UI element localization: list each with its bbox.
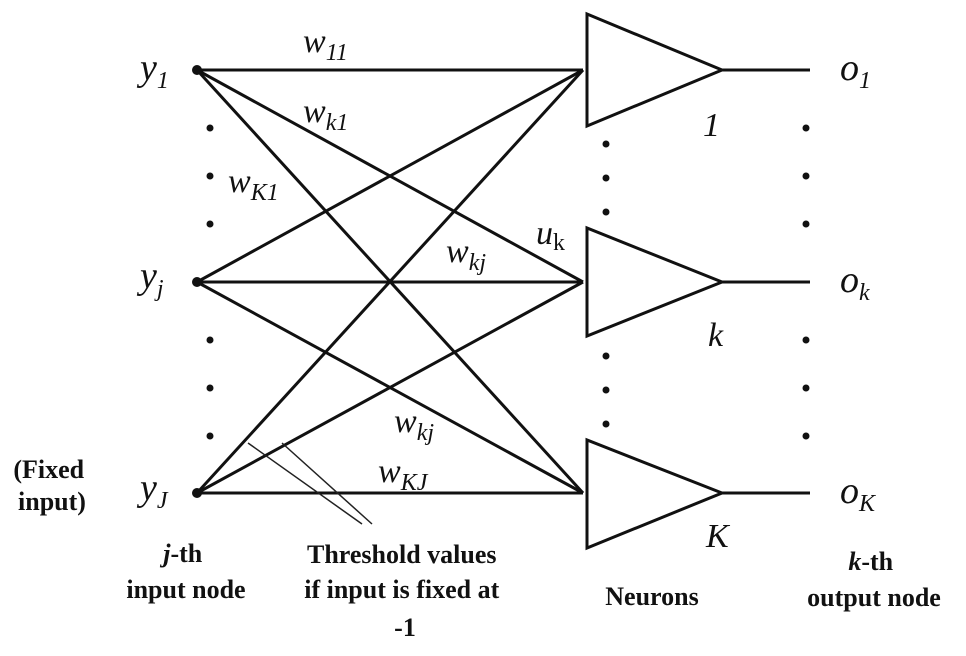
caption-input-node: j-th input node — [126, 539, 245, 604]
ellipsis-dot — [206, 220, 214, 228]
caption-threshold: Threshold values if input is fixed at -1 — [304, 540, 506, 642]
output-label-o1: o1 — [840, 47, 871, 94]
ellipsis-dot — [802, 384, 810, 392]
input-label-sub: j — [154, 276, 164, 302]
caption-line: if input is fixed at — [304, 575, 499, 604]
neuron-label-1: 1 — [703, 107, 720, 144]
caption-line: -1 — [394, 613, 416, 642]
connections — [195, 68, 585, 495]
threshold-pointer-line-1 — [247, 442, 363, 525]
threshold-pointer-line-2 — [281, 442, 373, 525]
neuron-1 — [585, 11, 726, 129]
weight-label-sub: kj — [469, 250, 487, 276]
ellipsis-dot — [802, 172, 810, 180]
output-label-sub: K — [858, 491, 877, 517]
weight-label-sub: 11 — [326, 40, 348, 66]
output-label-oK: oK — [840, 470, 877, 517]
uk-label: uk — [536, 215, 565, 256]
weight-label-base: w — [303, 93, 326, 130]
weight-label-base: w — [228, 163, 251, 200]
output-label-sub: k — [859, 280, 870, 306]
weight-label-wK1: wK1 — [228, 163, 279, 206]
ellipsis-dot — [802, 432, 810, 440]
weight-label-wKJ: wKJ — [378, 453, 429, 496]
ellipsis-dot — [602, 420, 610, 428]
weight-label-base: w — [394, 403, 417, 440]
weight-label-sub: k1 — [326, 110, 349, 136]
weight-label-sub: KJ — [400, 470, 429, 496]
ellipsis-dot — [602, 352, 610, 360]
caption-line: output node — [807, 583, 941, 612]
caption-text: -th — [861, 547, 893, 576]
ellipsis-dots — [206, 124, 810, 440]
input-label-base: y — [136, 47, 157, 89]
input-label-yJ: yJ — [136, 467, 169, 514]
output-label-base: o — [840, 47, 859, 89]
output-lines — [722, 68, 810, 495]
weight-label-sub: K1 — [250, 180, 279, 206]
ellipsis-dot — [802, 336, 810, 344]
input-nodes — [192, 65, 202, 498]
ellipsis-dot — [206, 336, 214, 344]
neurons — [585, 11, 727, 551]
neuron-k — [585, 225, 727, 339]
caption-neurons: Neurons — [605, 582, 698, 611]
ellipsis-dot — [206, 384, 214, 392]
weight-label-sub: kj — [417, 420, 435, 446]
input-node-j — [192, 277, 202, 287]
input-node-1 — [192, 65, 202, 75]
neuron-label-K: K — [705, 518, 731, 555]
caption-text: -th — [170, 539, 202, 568]
edge-yJ-nk — [196, 280, 584, 495]
caption-italic: j — [159, 539, 171, 568]
ellipsis-dot — [602, 386, 610, 394]
ellipsis-dot — [802, 124, 810, 132]
caption-line: (Fixed — [13, 455, 84, 484]
input-label-yj: yj — [136, 255, 164, 302]
caption-output-node: k-th output node — [807, 547, 941, 612]
weight-label-base: w — [446, 233, 469, 270]
caption-line: input) — [18, 487, 86, 516]
weight-label-wkj-mid: wkj — [446, 233, 486, 276]
neuron-K — [585, 437, 727, 551]
ellipsis-dot — [802, 220, 810, 228]
output-label-sub: 1 — [859, 68, 871, 94]
ellipsis-dot — [602, 140, 610, 148]
ellipsis-dot — [602, 208, 610, 216]
ellipsis-dot — [206, 432, 214, 440]
output-label-base: o — [840, 470, 859, 512]
input-label-base: y — [136, 467, 157, 509]
uk-label-base: u — [536, 215, 553, 252]
ellipsis-dot — [602, 174, 610, 182]
edge-yj-n1 — [196, 68, 584, 284]
uk-label-sub: k — [553, 230, 565, 256]
caption-fixed-input: (Fixed input) — [13, 455, 90, 516]
caption-line: Threshold values — [307, 540, 497, 569]
weight-label-base: w — [378, 453, 401, 490]
input-label-sub: 1 — [157, 68, 169, 94]
ellipsis-dot — [206, 172, 214, 180]
weight-label-base: w — [303, 23, 326, 60]
input-label-sub: J — [157, 488, 169, 514]
edge-yJ-n1 — [195, 68, 585, 495]
neuron-label-k: k — [708, 317, 724, 354]
weight-label-w11: w11 — [303, 23, 348, 66]
caption-italic: k — [848, 547, 861, 576]
output-label-base: o — [840, 259, 859, 301]
caption-line: input node — [126, 575, 245, 604]
input-label-base: y — [136, 255, 157, 297]
weight-label-wkj-low: wkj — [394, 403, 434, 446]
input-label-y1: y1 — [136, 47, 169, 94]
output-label-ok: ok — [840, 259, 870, 306]
input-node-J — [192, 488, 202, 498]
ellipsis-dot — [206, 124, 214, 132]
weight-label-wk1: wk1 — [303, 93, 348, 136]
threshold-pointer — [247, 442, 373, 525]
